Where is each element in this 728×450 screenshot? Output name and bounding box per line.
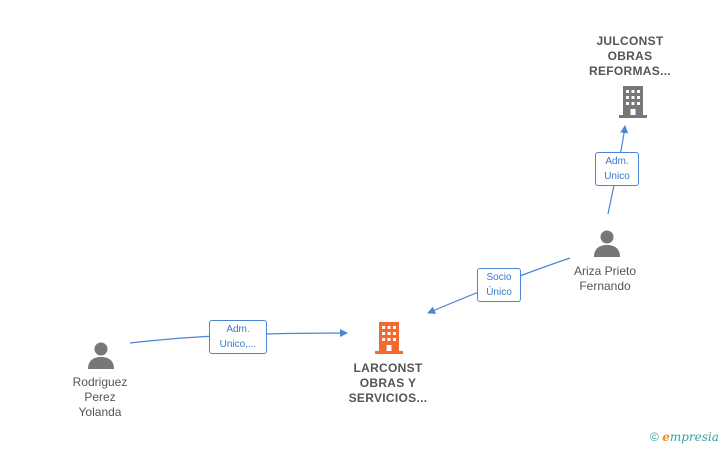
edge-label-adm-unico-larconst[interactable]: Adm. Unico,... [209,320,267,354]
building-icon [619,86,647,118]
person-icon [594,230,620,257]
node-larconst-label: LARCONST OBRAS Y SERVICIOS... [348,361,428,405]
node-rodriguez-label: Rodriguez Perez Yolanda [72,375,128,419]
edge-label-socio-unico[interactable]: Socio Único [477,268,521,302]
person-icon [88,342,114,369]
edge-label-adm-unico-julconst[interactable]: Adm. Unico [595,152,639,186]
brand-logo-e: e [662,430,670,444]
building-icon [375,322,403,354]
node-julconst-label: JULCONST OBRAS REFORMAS... [589,34,671,78]
node-ariza-label: Ariza Prieto Fernando [573,264,637,293]
brand-logo-text: mpresia [669,430,719,444]
empresia-watermark: © empresia [650,430,719,444]
copyright-icon: © [650,430,659,444]
